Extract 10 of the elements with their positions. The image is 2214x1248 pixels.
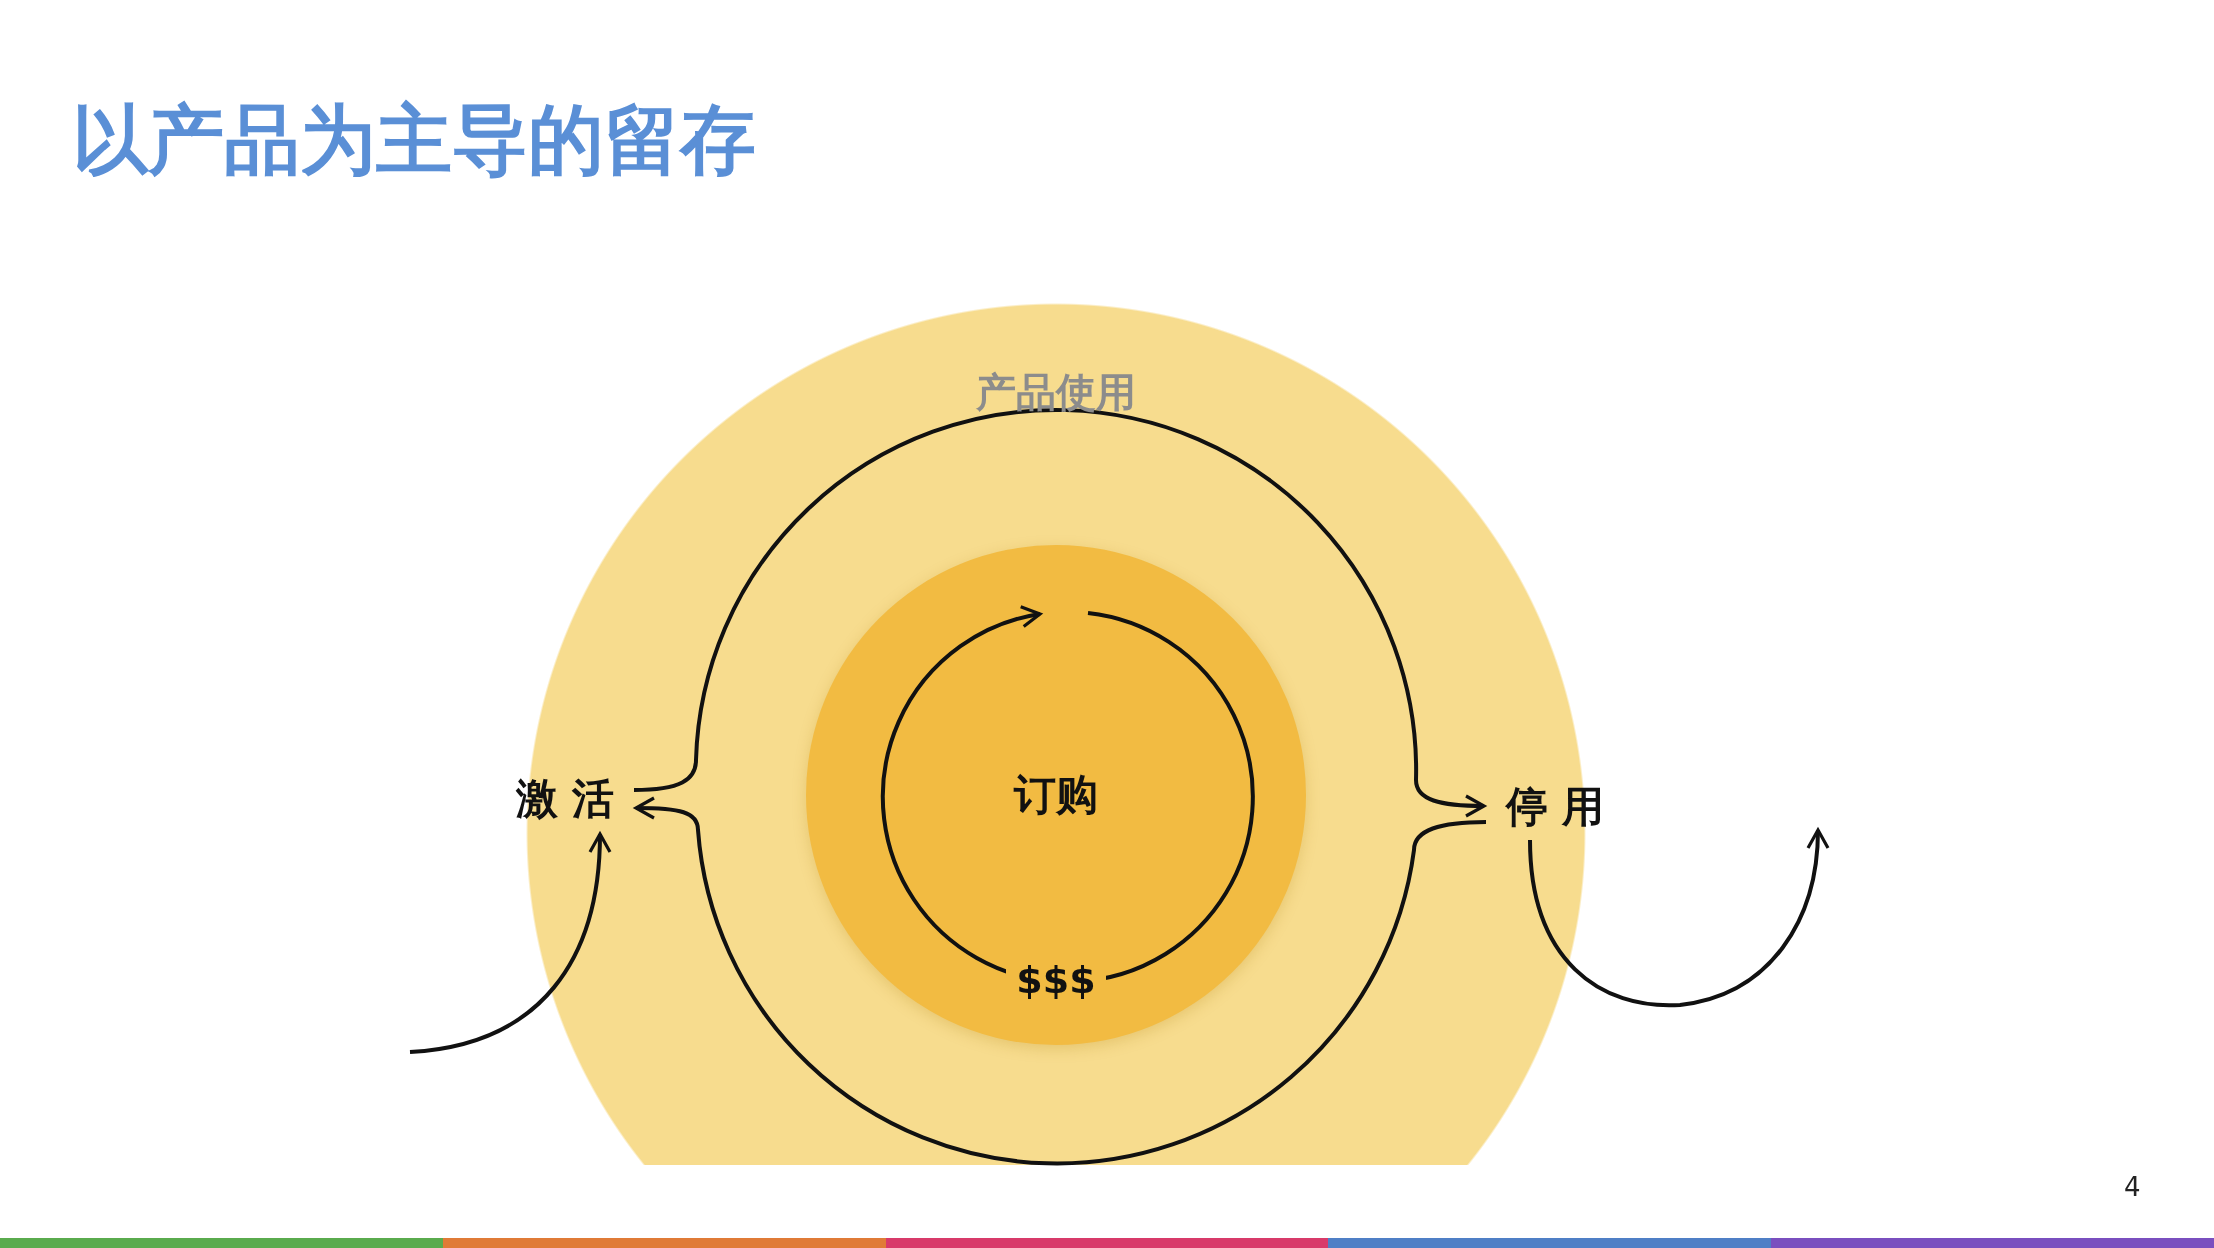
stage-label: 激 活 (514, 773, 616, 825)
arrow (1528, 828, 1829, 1008)
stage-label: 停 用 (1504, 781, 1606, 833)
band-label: 产品使用 (975, 368, 1137, 417)
arrow (409, 832, 611, 1054)
circle-label: 订购 (1012, 770, 1099, 820)
arrow (633, 408, 1486, 818)
page-number: 4 (2124, 1172, 2141, 1202)
slide-title: 以产品为主导的留存 (72, 98, 756, 182)
arrow (634, 796, 1487, 1165)
